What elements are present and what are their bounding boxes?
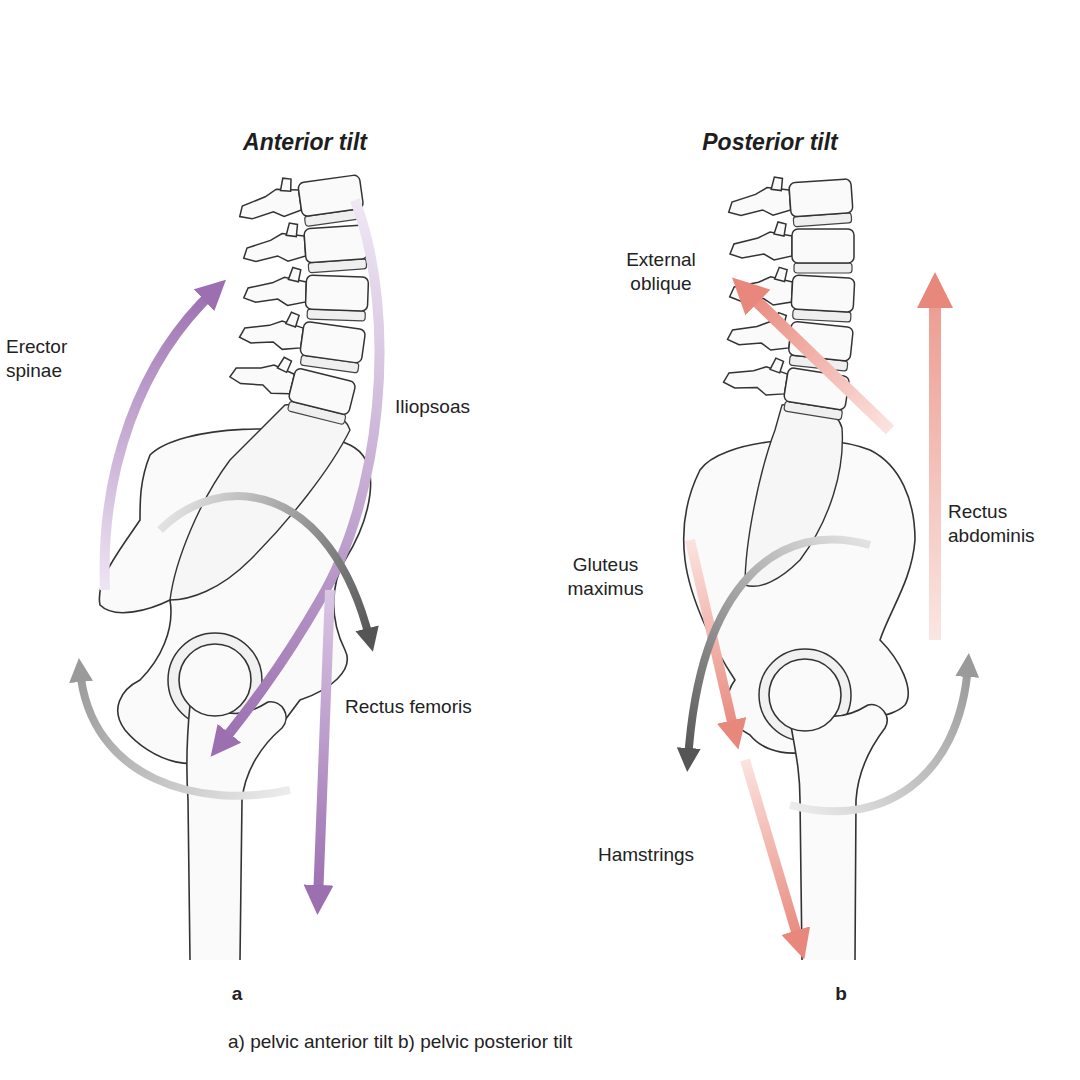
vertebra bbox=[237, 306, 367, 374]
vertebra bbox=[225, 346, 358, 425]
muscle-arrow bbox=[745, 760, 800, 945]
muscle-label: Erector spinae bbox=[6, 335, 98, 383]
panel-heading: Posterior tilt bbox=[670, 128, 870, 157]
rotation-arrow bbox=[160, 496, 370, 640]
vertebra bbox=[730, 222, 854, 273]
muscle-arrow bbox=[745, 290, 890, 430]
muscle-label: Gluteus maximus bbox=[553, 553, 658, 601]
muscle-arrow bbox=[318, 590, 330, 900]
muscle-label: Rectus femoris bbox=[345, 695, 515, 719]
vertebra bbox=[241, 218, 368, 278]
rotation-arrow bbox=[790, 665, 968, 811]
rotation-arrow bbox=[688, 540, 870, 760]
panel-letter: a bbox=[222, 982, 252, 1006]
muscle-arrow bbox=[929, 290, 941, 640]
vertebra bbox=[235, 168, 365, 236]
vertebra bbox=[243, 266, 369, 321]
muscle-label: External oblique bbox=[610, 248, 712, 296]
femur-outline bbox=[187, 702, 286, 960]
muscle-label: Rectus abdominis bbox=[948, 500, 1066, 548]
vertebra bbox=[721, 351, 851, 421]
muscle-arrow bbox=[105, 290, 215, 590]
muscle-arrow bbox=[220, 200, 380, 745]
muscle-label: Iliopsoas bbox=[395, 395, 505, 419]
femoral-head bbox=[769, 659, 841, 731]
pelvis-bone bbox=[684, 404, 915, 753]
femur-outline bbox=[790, 705, 887, 960]
femur-fill bbox=[790, 705, 887, 960]
lumbar-spine bbox=[225, 168, 368, 426]
figure-caption: a) pelvic anterior tilt b) pelvic poster… bbox=[228, 1030, 868, 1054]
muscle-label: Hamstrings bbox=[598, 843, 728, 867]
vertebra bbox=[726, 172, 853, 232]
panel-heading: Anterior tilt bbox=[205, 128, 405, 157]
femur-bone bbox=[179, 644, 286, 960]
femur-fill bbox=[187, 702, 286, 960]
panel-letter: b bbox=[826, 982, 856, 1006]
rotation-arrow bbox=[80, 670, 290, 796]
femoral-head bbox=[179, 644, 251, 716]
sacrum-outline bbox=[745, 404, 842, 586]
